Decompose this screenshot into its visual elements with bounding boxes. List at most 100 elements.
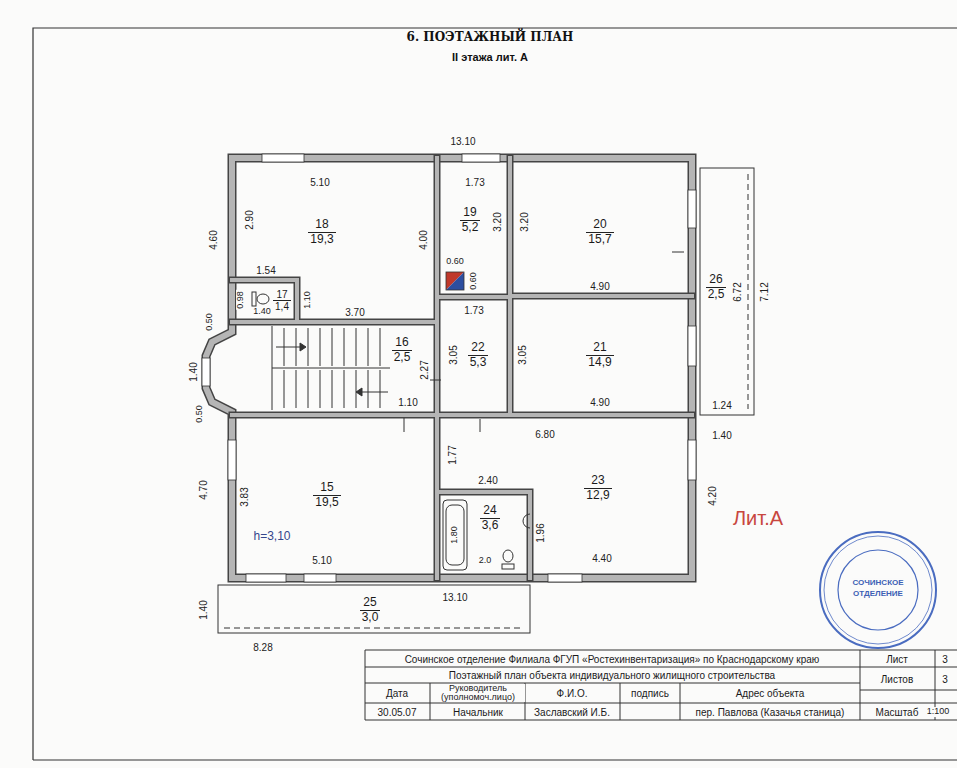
dimension-label: 4.90 [589,281,610,292]
title-block-cell: Начальник [452,707,504,718]
room-label: 162,5 [392,336,413,363]
sheet-frame [33,28,957,760]
room-number: 26 [706,273,727,287]
balcony-outline [224,628,524,629]
room-label: 2015,7 [586,218,613,245]
window [202,358,210,386]
stairs [272,326,390,410]
room-area: 3,6 [480,519,501,532]
room-area: 5,3 [468,356,489,369]
title-block-cell: Заславский И.Б. [533,707,611,718]
balcony-outline [218,168,754,633]
room-area: 2,5 [706,288,727,301]
dimension-label: 1.77 [447,444,458,465]
dimension-label: 13.10 [441,592,468,603]
title-block-cell: Сочинское отделение Филиала ФГУП «Ростех… [404,654,821,665]
room-label: 195,2 [460,206,481,233]
dimension-label: 3.20 [519,211,530,232]
dimension-label: 1.40 [711,430,732,441]
room-number: 17 [273,289,291,301]
title-block-cell: Листов [880,674,915,685]
room-area: 19,3 [308,233,335,246]
room-number: 15 [313,481,340,495]
dimension-label: 1.73 [464,177,485,188]
sanitary-fixture [503,550,513,562]
letter-mark: Лит.А [732,507,784,529]
dimension-label: 4.40 [591,553,612,564]
balcony-outline [748,174,749,409]
title-block-grid [365,650,935,720]
dimension-label: 3.05 [517,344,528,365]
dimension-label: 1.40 [198,599,209,620]
dimension-label: 0.98 [236,290,246,310]
plan-subtitle: II этажа лит. А [451,51,529,63]
title-block-cell: 3 [941,674,949,685]
sanitary-fixture [443,500,467,570]
room-label: 1819,3 [308,218,335,245]
dimension-label: 1.40 [188,361,199,382]
dimension-label: 5.10 [309,177,330,188]
dimension-label: 1.80 [450,525,460,545]
stairs [284,370,380,408]
room-label: 243,6 [480,504,501,531]
chimney-symbol [446,272,464,290]
wall [206,158,692,578]
dimension-label: 3.05 [448,344,459,365]
stamp-text: ОТДЕЛЕНИЕ [852,590,904,599]
dimension-label: 5.10 [311,555,332,566]
dimension-label: 4.90 [589,397,610,408]
room-area: 12,9 [584,489,611,502]
dimension-label: 8.28 [252,642,273,653]
room-label: 253,0 [360,596,381,623]
dimension-label: 1.24 [711,400,732,411]
dimension-label: 1.54 [255,265,276,276]
room-label: 171,4 [273,289,291,312]
dimension-label: 0.50 [205,312,215,332]
room-number: 24 [480,504,501,518]
wall [232,158,692,578]
sanitary-fixture [502,564,514,569]
room-area: 3,0 [360,611,381,624]
dimension-label: 2.0 [478,556,493,566]
dimension-label: 0.60 [445,257,465,267]
window [548,574,582,582]
dimension-label: 13.10 [449,136,476,147]
room-number: 19 [460,206,481,220]
room-area: 15,7 [586,233,613,246]
door-mark [404,252,684,432]
title-block-cell: Поэтажный план объекта индивидуального ж… [448,670,776,681]
wall [206,158,692,578]
dimension-label: 1.10 [397,397,418,408]
room-area: 19,5 [313,496,340,509]
dimension-label: 1.40 [252,307,272,317]
dimension-label: 4.00 [418,229,429,250]
dimension-label: 4.70 [198,479,209,500]
room-label: 262,5 [706,273,727,300]
window [262,154,304,162]
dimension-label: 3.83 [239,486,250,507]
dimension-label: 1.73 [463,305,484,316]
title-block-cell: 1:100 [926,707,951,717]
title-block-cell: 30.05.07 [377,707,418,718]
room-area: 2,5 [392,351,413,364]
wall [232,158,692,578]
dimension-label: 1.10 [303,290,313,310]
title-block-cell: Масштаб [875,707,920,718]
title-block-cell: Руководитель (уполномоч.лицо) [431,684,525,702]
window [202,154,696,582]
room-number: 25 [360,596,381,610]
window [228,440,236,480]
dimension-label: 3.20 [492,211,503,232]
title-block-cell: Адрес объекта [735,688,806,699]
sanitary-fixture [252,292,530,570]
room-number: 22 [468,341,489,355]
dimension-label: 2.90 [244,209,255,230]
window [688,190,696,228]
title-block-grid [365,650,957,720]
official-stamp [838,550,918,630]
chimney-symbol [446,272,464,290]
title-block-cell: Лист [885,654,909,665]
dimension-label: 0.60 [469,271,479,291]
official-stamp [824,536,932,644]
sanitary-fixture [257,294,269,304]
